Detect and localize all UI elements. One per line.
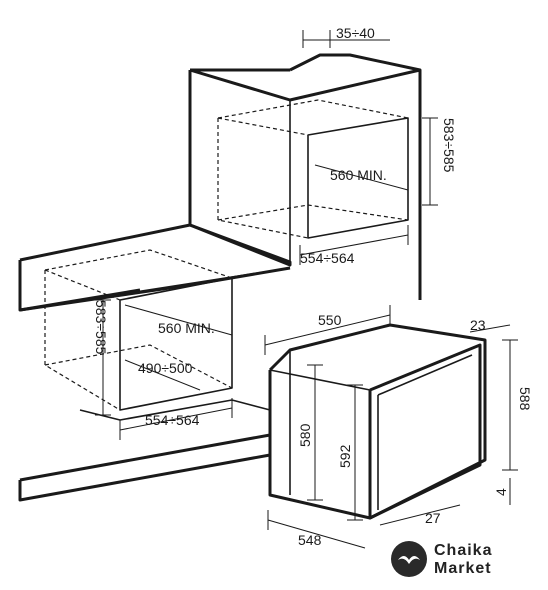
label-oven-front-height: 592 — [337, 444, 353, 468]
under-counter-niche — [44, 249, 233, 411]
label-wall-niche-depth: 560 MIN. — [330, 167, 387, 183]
dimension-labels: 35÷40 583÷585 560 MIN. 554÷564 560 MIN. … — [93, 25, 533, 548]
label-oven-body-height: 580 — [297, 423, 313, 447]
label-oven-front-offset: 23 — [470, 317, 486, 333]
brand-watermark: Chaika Market — [390, 540, 540, 585]
wall-niche — [217, 99, 409, 239]
label-under-niche-depth: 560 MIN. — [158, 320, 215, 336]
countertop — [18, 223, 292, 312]
seagull-logo-icon — [391, 541, 427, 577]
label-oven-width: 550 — [318, 312, 342, 328]
label-top-gap: 35÷40 — [336, 25, 375, 41]
label-under-niche-width: 554÷564 — [145, 412, 200, 428]
label-oven-bottom-offset: 4 — [493, 488, 509, 496]
label-wall-niche-width: 554÷564 — [300, 250, 355, 266]
dimension-lines — [95, 30, 518, 549]
brand-name: Chaika Market — [434, 542, 492, 578]
label-oven-front-depth-partial: 27 — [425, 510, 441, 526]
label-under-niche-inner-depth: 490÷500 — [138, 360, 193, 376]
brand-line-1: Chaika — [434, 542, 493, 559]
label-wall-niche-height: 583÷585 — [441, 118, 457, 173]
brand-line-2: Market — [434, 560, 492, 577]
label-under-niche-height: 583÷585 — [93, 300, 109, 355]
label-oven-depth: 548 — [298, 532, 322, 548]
oven — [268, 323, 487, 520]
label-oven-total-height: 588 — [517, 387, 533, 411]
